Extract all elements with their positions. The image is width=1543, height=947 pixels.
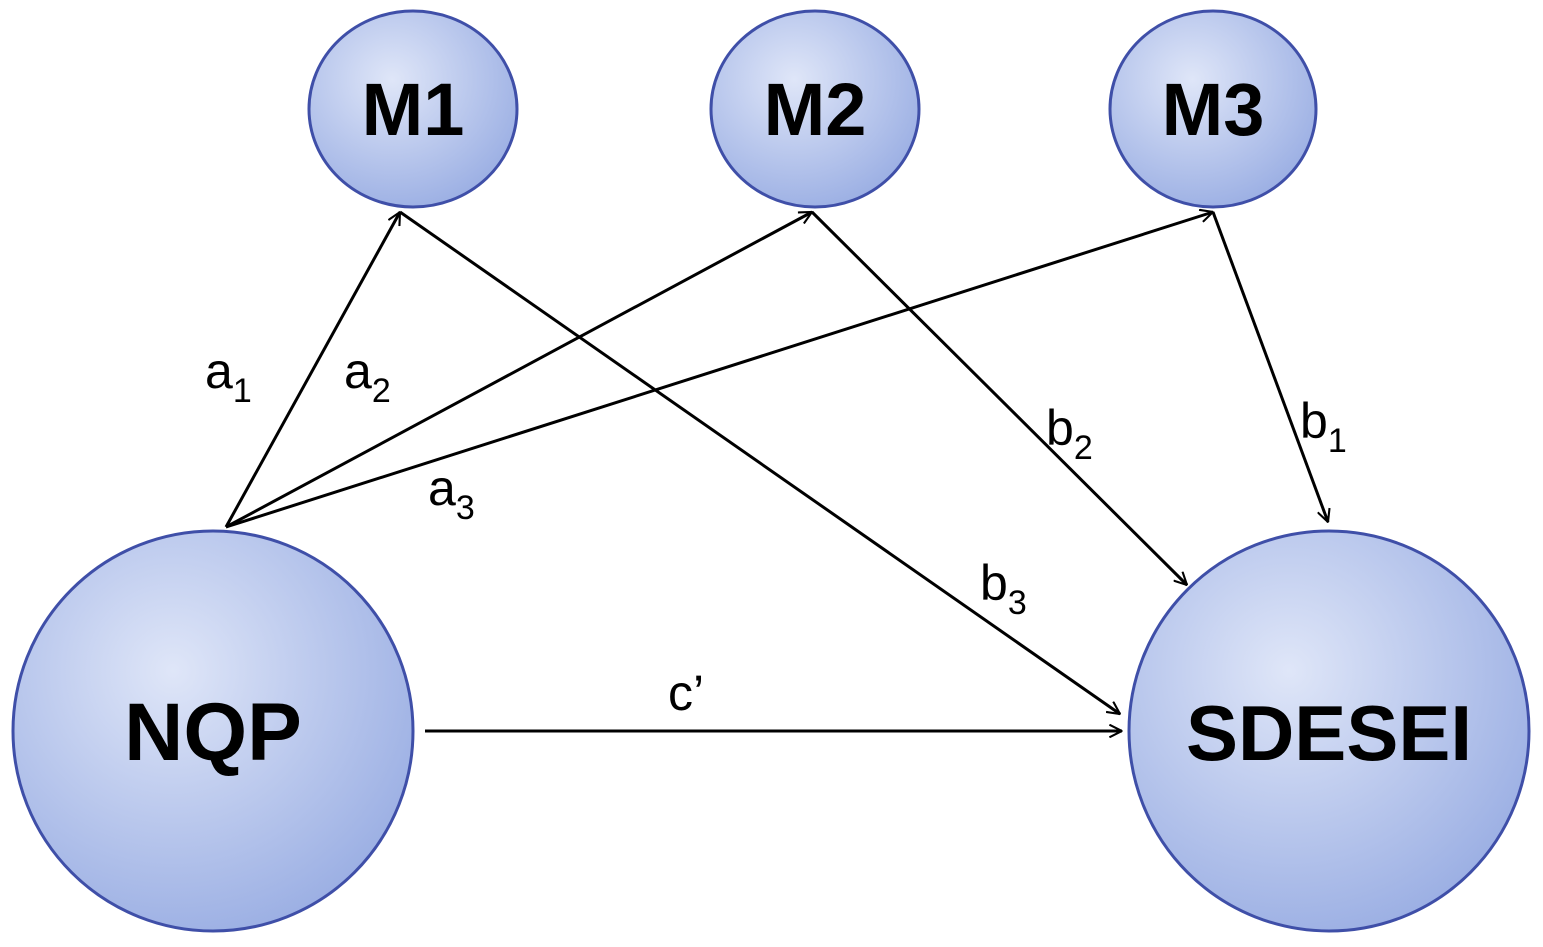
node-m2-label: M2 <box>764 68 867 151</box>
node-m3: M3 <box>1108 9 1318 209</box>
edge-a2 <box>225 210 812 529</box>
edge-b1 <box>1211 211 1328 522</box>
edge-a1 <box>224 212 402 528</box>
edge-a3 <box>225 212 1213 529</box>
node-m1: M1 <box>307 9 519 209</box>
edge-label-b3: b3 <box>980 555 1027 622</box>
edge-label-b2: b2 <box>1046 400 1093 467</box>
edge-label-a3: a3 <box>428 460 475 527</box>
node-m1-label: M1 <box>362 68 465 151</box>
node-m2: M2 <box>709 9 921 209</box>
edge-label-c-prime: c’ <box>668 665 704 721</box>
node-sdesei-label: SDESEI <box>1186 689 1472 777</box>
node-nqp-label: NQP <box>124 687 302 778</box>
edge-label-a2: a2 <box>344 343 391 410</box>
node-nqp: NQP <box>11 529 415 933</box>
node-sdesei: SDESEI <box>1127 529 1531 933</box>
edge-b3 <box>399 210 1120 714</box>
edge-b2 <box>810 210 1187 585</box>
edge-label-b1: b1 <box>1300 393 1347 460</box>
edge-label-a1: a1 <box>205 343 252 410</box>
node-m3-label: M3 <box>1162 68 1265 151</box>
